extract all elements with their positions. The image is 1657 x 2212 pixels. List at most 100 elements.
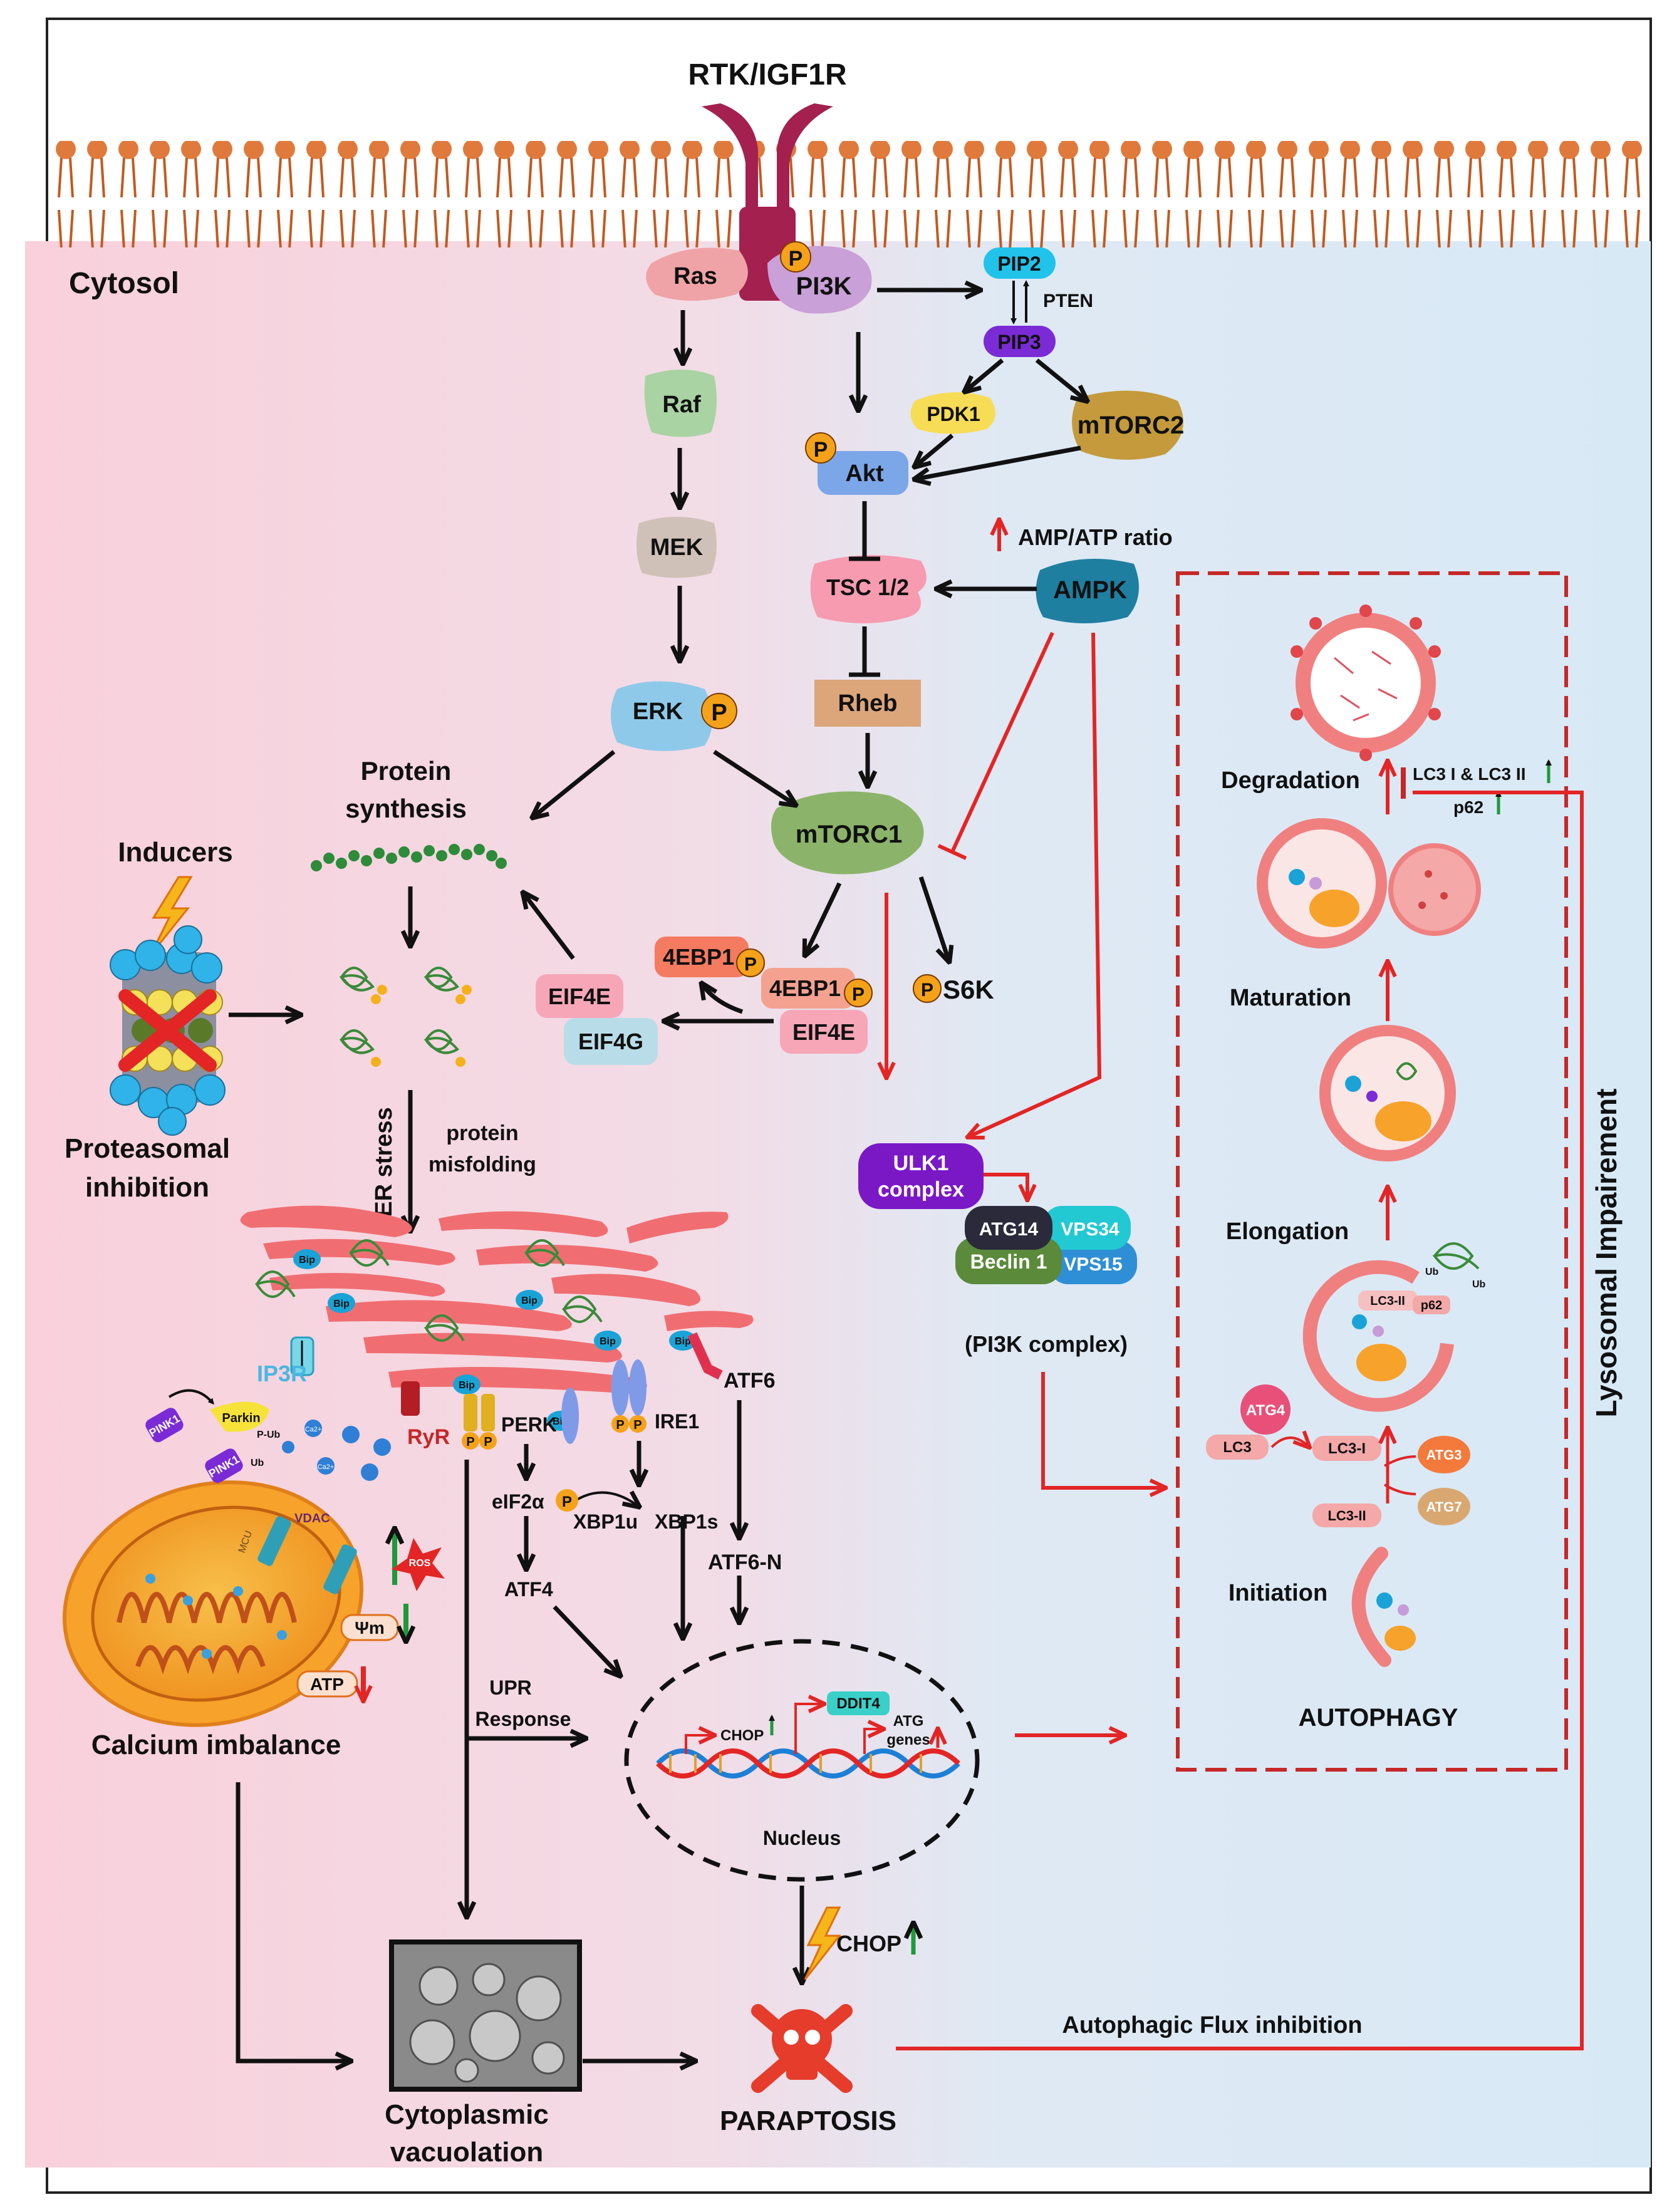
ampk-node: AMPK xyxy=(1036,559,1139,623)
atf4-label: ATF4 xyxy=(504,1578,553,1601)
flux-inhibition-path xyxy=(896,791,1584,2050)
lc3ii-small-label: LC3-II xyxy=(1370,1294,1405,1308)
ulk1-complex-node xyxy=(858,1143,984,1209)
eif2a-label: eIF2α xyxy=(492,1490,544,1513)
p62-marker-label: p62 xyxy=(1453,797,1483,817)
calcium-label: Ca2+ xyxy=(305,1426,322,1433)
p62-node xyxy=(1413,1296,1450,1314)
4ebp1-label: 4EBP1 xyxy=(769,975,841,1001)
lysosomal-impairment-label: Lysosomal Impairement xyxy=(1590,1089,1623,1418)
parkin-node xyxy=(210,1401,269,1432)
atg3-link xyxy=(1383,1455,1416,1467)
ip3r-channel xyxy=(290,1336,314,1376)
er-misfolded-proteins xyxy=(255,1239,603,1342)
calcium-label: Ca2+ xyxy=(318,1463,335,1471)
nucleus-envelope xyxy=(624,1639,980,1882)
phospho-icon xyxy=(780,241,811,273)
flux-inhibition-label: Autophagic Flux inhibition xyxy=(1062,2012,1362,2038)
ros-label: ROS xyxy=(409,1558,431,1569)
4ebp1-node xyxy=(655,937,749,977)
phospho-label: P xyxy=(616,1418,624,1432)
phospho-icon xyxy=(805,432,836,464)
autolysosome-icon xyxy=(1257,818,1481,948)
autophagy-box xyxy=(1176,571,1568,1772)
ras-label: Ras xyxy=(673,263,717,289)
perk-node xyxy=(464,1394,477,1431)
phospho-icon xyxy=(611,1415,629,1433)
atg7-label: ATG7 xyxy=(1426,1499,1462,1515)
autophagy-title: AUTOPHAGY xyxy=(1299,1704,1458,1732)
pink1-node xyxy=(205,1448,243,1483)
misfolded-protein-icon xyxy=(339,967,459,1054)
psi-label: Ψm xyxy=(355,1618,385,1638)
atp-label: ATP xyxy=(310,1675,344,1694)
eif4e-node xyxy=(536,974,623,1018)
pi3k-complex-label: (PI3K complex) xyxy=(965,1331,1128,1357)
pi3k-complex: ATG14 VPS34 Beclin 1 VPS15 xyxy=(955,1206,1137,1284)
bip-chaperones: Bip Bip Bip Bip Bip Bip Bip xyxy=(293,1249,697,1431)
pip3-label: PIP3 xyxy=(997,331,1041,353)
ubiquitin-dots xyxy=(371,985,472,1067)
ras-node: Ras xyxy=(646,247,748,301)
bip-label: Bip xyxy=(521,1296,538,1306)
phospho-icon xyxy=(462,1432,479,1450)
eif4g-label: EIF4G xyxy=(578,1029,643,1054)
ub-label: Ub xyxy=(251,1458,264,1468)
autophagosome-icon xyxy=(1319,1025,1456,1161)
mtorc2-label: mTORC2 xyxy=(1078,412,1184,439)
raf-label: Raf xyxy=(662,392,701,418)
receptor-label: RTK/IGF1R xyxy=(688,58,846,91)
phospho-label: P xyxy=(921,980,933,1000)
polypeptide-icon xyxy=(311,844,507,871)
isolation-membrane-icon xyxy=(1351,1547,1391,1667)
nucleus-label: Nucleus xyxy=(763,1827,841,1849)
vacuolation-label: Cytoplasmic xyxy=(385,2099,549,2130)
akt-node xyxy=(818,451,908,495)
phospho-icon xyxy=(736,948,765,977)
bip-label: Bip xyxy=(600,1336,616,1347)
lc3i-label: LC3-I xyxy=(1328,1440,1366,1457)
upr-label: UPR xyxy=(489,1676,532,1699)
phospho-label: P xyxy=(633,1418,642,1432)
pub-label: P-Ub xyxy=(257,1430,281,1440)
mtorc1-node: mTORC1 xyxy=(771,791,924,875)
tsc-label: TSC 1/2 xyxy=(826,574,909,600)
ampk-label: AMPK xyxy=(1053,576,1127,604)
cargo-icon xyxy=(1398,1604,1409,1616)
lc3-node xyxy=(1206,1435,1269,1460)
phospho-icon xyxy=(844,979,873,1007)
atg4-label: ATG4 xyxy=(1246,1402,1286,1419)
pathway-arrows xyxy=(523,290,1087,1021)
rheb-node xyxy=(814,680,921,727)
pip2-node xyxy=(984,247,1056,279)
chop-label: CHOP xyxy=(720,1727,764,1744)
lc3-marker-label: LC3 I & LC3 II xyxy=(1413,764,1525,784)
phospho-label: P xyxy=(562,1493,572,1510)
maturation-label: Maturation xyxy=(1230,985,1351,1011)
pten-label: PTEN xyxy=(1043,291,1093,311)
protein-synthesis-label: Protein xyxy=(361,756,452,786)
ire1-label: IRE1 xyxy=(655,1410,699,1433)
s6k-label: S6K xyxy=(943,975,994,1004)
ire1-node xyxy=(629,1359,647,1416)
lc3ii-label: LC3-II xyxy=(1327,1508,1366,1524)
vps15-label: VPS15 xyxy=(1064,1254,1122,1275)
er-stress-label: ER stress xyxy=(371,1107,397,1217)
dna-icon xyxy=(656,1748,960,1778)
pink1-parkin-arrow xyxy=(168,1389,214,1405)
proteasomal-label: inhibition xyxy=(85,1172,209,1203)
atf6-receptor xyxy=(687,1332,723,1380)
cytosol-region xyxy=(25,241,1651,2168)
atp-node xyxy=(296,1670,358,1698)
atf6-label: ATF6 xyxy=(724,1369,775,1393)
lc3-label: LC3 xyxy=(1223,1439,1251,1456)
erk-node: ERK xyxy=(611,681,713,751)
paraptosis-label: PARAPTOSIS xyxy=(720,2106,896,2136)
proteasomal-label: Proteasomal xyxy=(65,1133,230,1164)
elongation-label: Elongation xyxy=(1226,1218,1349,1245)
protein-synthesis-label: synthesis xyxy=(345,794,467,823)
phospho-label: P xyxy=(789,247,803,271)
calcium-imbalance-label: Calcium imbalance xyxy=(91,1730,341,1760)
